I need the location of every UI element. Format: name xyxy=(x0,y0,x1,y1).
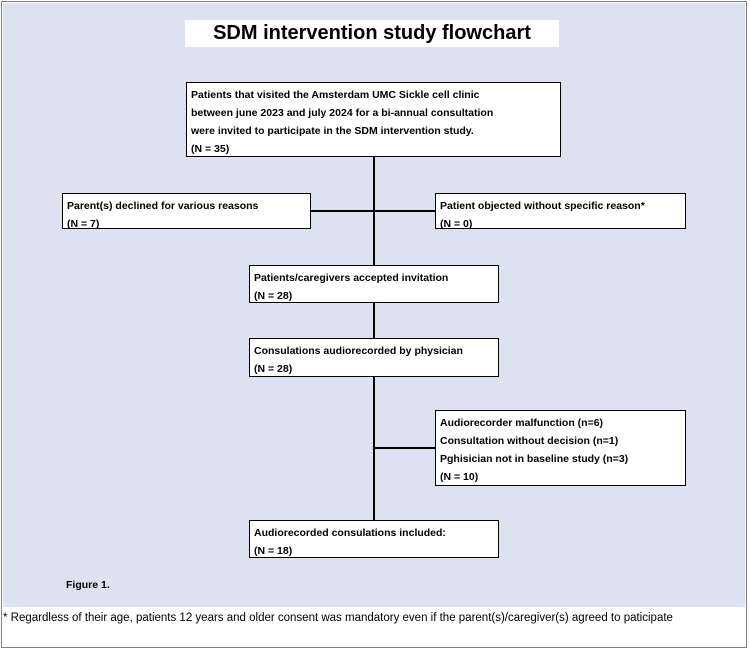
invited-line-2: between june 2023 and july 2024 for a bi… xyxy=(191,107,494,119)
invited-count: (N = 35) xyxy=(191,143,230,155)
objected-box: Patient objected without specific reason… xyxy=(435,193,686,229)
connector-exclusion-branch xyxy=(373,447,435,449)
accepted-count: (N = 28) xyxy=(254,290,293,302)
included-count: (N = 18) xyxy=(254,545,293,557)
invited-line-1: Patients that visited the Amsterdam UMC … xyxy=(191,89,480,101)
connector-accepted-to-recorded xyxy=(373,303,375,338)
recorded-count: (N = 28) xyxy=(254,363,293,375)
included-label: Audiorecorded consulations included: xyxy=(254,527,446,539)
excluded-box: Audiorecorder malfunction (n=6) Consulta… xyxy=(435,410,686,486)
figure-label: Figure 1. xyxy=(66,579,110,591)
excluded-reason-3: Pghisician not in baseline study (n=3) xyxy=(440,453,629,465)
accepted-label: Patients/caregivers accepted invitation xyxy=(254,272,449,284)
declined-label: Parent(s) declined for various reasons xyxy=(67,200,259,212)
declined-box: Parent(s) declined for various reasons (… xyxy=(62,193,311,229)
excluded-reason-1: Audiorecorder malfunction (n=6) xyxy=(440,417,604,429)
excluded-reason-2: Consultation without decision (n=1) xyxy=(440,435,619,447)
flowchart-title: SDM intervention study flowchart xyxy=(185,20,559,47)
recorded-label: Consulations audiorecorded by physician xyxy=(254,345,463,357)
invited-line-3: were invited to participate in the SDM i… xyxy=(191,125,474,137)
objected-count: (N = 0) xyxy=(440,218,473,229)
footnote: * Regardless of their age, patients 12 y… xyxy=(3,612,673,624)
objected-label: Patient objected without specific reason… xyxy=(440,200,645,212)
accepted-box: Patients/caregivers accepted invitation … xyxy=(249,265,499,303)
declined-count: (N = 7) xyxy=(67,218,100,229)
connector-recorded-to-included xyxy=(373,377,375,520)
connector-side-branch xyxy=(311,210,435,212)
included-box: Audiorecorded consulations included: (N … xyxy=(249,520,499,558)
excluded-count: (N = 10) xyxy=(440,471,479,483)
recorded-box: Consulations audiorecorded by physician … xyxy=(249,338,499,377)
invited-patients-box: Patients that visited the Amsterdam UMC … xyxy=(186,82,561,157)
